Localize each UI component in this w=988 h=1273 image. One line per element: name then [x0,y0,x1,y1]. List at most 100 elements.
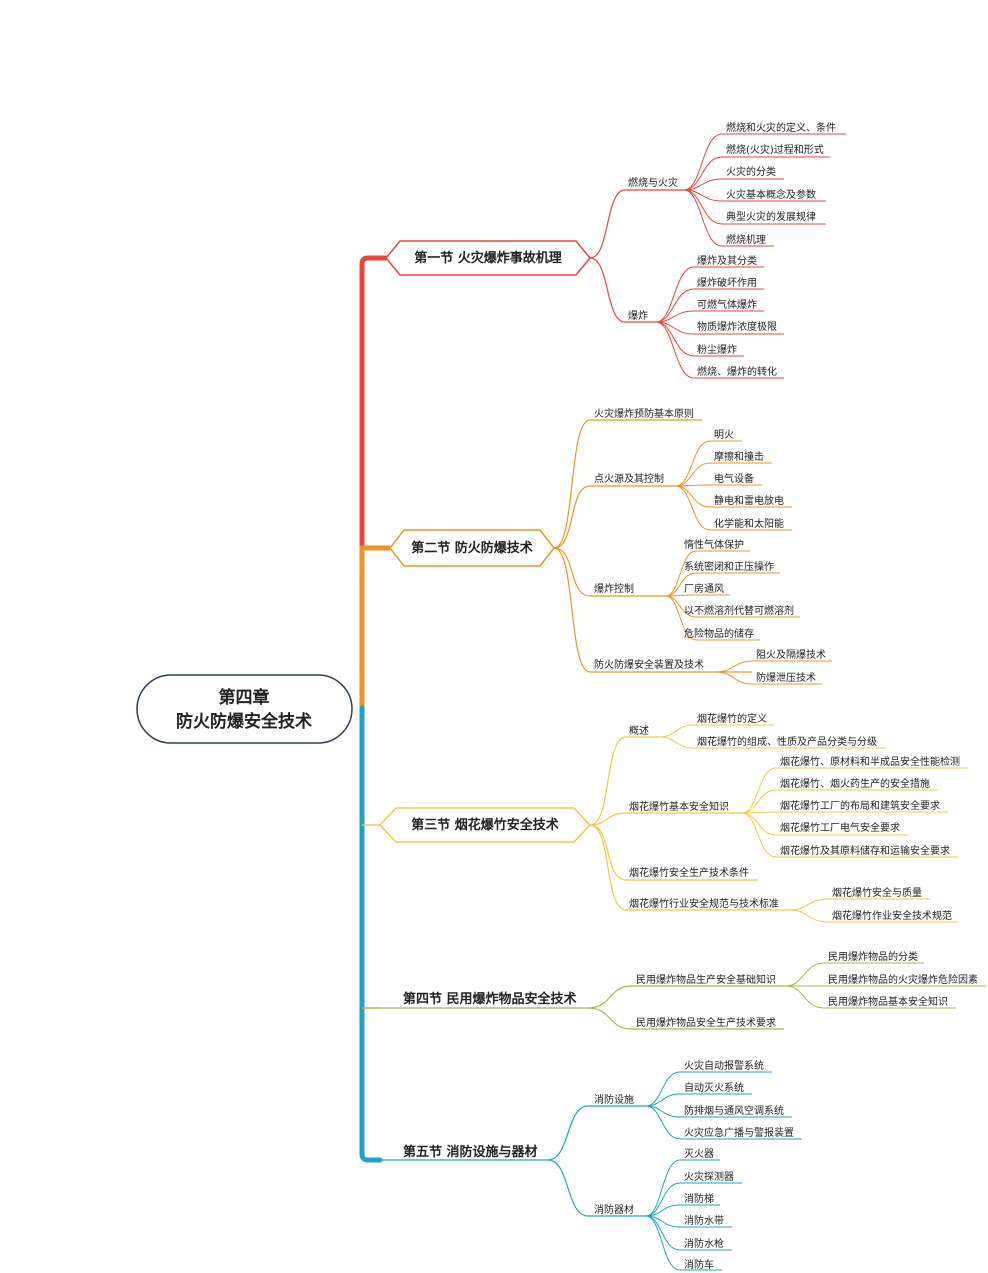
leaf-5-1-3[interactable]: 防排烟与通风空调系统 [684,1104,784,1117]
leaf-2-2-3[interactable]: 电气设备 [714,472,754,485]
leaf-2-3-1[interactable]: 惰性气体保护 [684,538,744,551]
leaf-4-1-3[interactable]: 民用爆炸物品基本安全知识 [828,995,948,1008]
section-4-title[interactable]: 第四节 民用爆炸物品安全技术 [403,991,577,1007]
node-4-2[interactable]: 民用爆炸物品安全生产技术要求 [636,1016,776,1029]
leaf-3-4-2[interactable]: 烟花爆竹作业安全技术规范 [832,909,952,922]
node-2-1[interactable]: 火灾爆炸预防基本原则 [594,407,694,420]
leaf-2-3-3[interactable]: 厂房通风 [684,582,724,595]
leaf-5-1-2[interactable]: 自动灭火系统 [684,1081,744,1094]
leaf-1-2-3[interactable]: 可燃气体爆炸 [697,298,757,311]
leaf-2-2-4[interactable]: 静电和雷电放电 [714,494,784,507]
leaf-1-1-3[interactable]: 火灾的分类 [726,165,776,178]
section-5-title[interactable]: 第五节 消防设施与器材 [403,1144,538,1160]
section-1: 第一节 火灾爆炸事故机理 燃烧与火灾 爆炸 燃烧和火灾的定义、条件 燃烧(火灾)… [385,121,846,379]
edge-5-2-2 [645,1182,742,1217]
leaf-2-4-1[interactable]: 阻火及隔爆技术 [756,648,826,661]
edge-3-3 [589,824,758,881]
node-3-2[interactable]: 烟花爆竹基本安全知识 [629,800,729,813]
leaf-1-2-4[interactable]: 物质爆炸浓度极限 [697,320,777,333]
edge-5-2-6 [645,1215,722,1271]
node-3-1[interactable]: 概述 [629,724,649,737]
leaf-1-2-5[interactable]: 粉尘爆炸 [697,343,737,356]
root-node[interactable]: 第四章 防火防爆安全技术 [136,674,353,744]
leaf-5-2-4[interactable]: 消防水带 [684,1214,724,1227]
edge-5-1 [547,1105,646,1161]
leaf-1-2-2[interactable]: 爆炸破坏作用 [697,276,757,289]
leaf-2-2-2[interactable]: 摩擦和撞击 [714,450,764,463]
edge-3-2-2 [741,789,938,814]
leaf-5-1-1[interactable]: 火灾自动报警系统 [684,1059,764,1072]
edge-2-2 [553,485,676,549]
leaf-1-2-6[interactable]: 燃烧、爆炸的转化 [697,365,777,378]
node-5-2[interactable]: 消防器材 [594,1203,634,1216]
node-3-4[interactable]: 烟花爆竹行业安全规范与技术标准 [629,897,779,910]
leaf-5-2-2[interactable]: 火灾探测器 [684,1170,734,1183]
edge-1-2-6 [655,321,784,379]
edge-3-2-1 [741,767,968,814]
leaf-1-1-4[interactable]: 火灾基本概念及参数 [726,188,816,201]
edge-3-2 [589,812,742,826]
leaf-2-2-1[interactable]: 明火 [714,429,734,441]
edge-5-2-1 [645,1159,720,1217]
leaf-2-3-2[interactable]: 系统密闭和正压操作 [684,560,774,573]
edge-4-2 [587,1007,784,1030]
node-2-4[interactable]: 防火防爆安全装置及技术 [594,658,704,671]
leaf-2-3-5[interactable]: 危险物品的储存 [684,627,754,640]
node-1-1[interactable]: 燃烧与火灾 [628,176,678,189]
leaf-3-4-1[interactable]: 烟花爆竹安全与质量 [832,886,922,899]
edge-3-1-1 [659,724,774,738]
edge-5-2 [547,1159,646,1217]
edge-3-2-5 [741,812,958,858]
leaf-2-2-5[interactable]: 化学能和太阳能 [714,517,784,530]
edge-2-2-2 [675,462,772,487]
edge-3-4-1 [789,898,930,911]
leaf-5-2-6[interactable]: 消防车 [684,1258,714,1271]
node-1-2[interactable]: 爆炸 [628,310,648,322]
edge-5-1-3 [645,1105,792,1118]
leaf-3-2-5[interactable]: 烟花爆竹及其原料储存和运输安全要求 [780,844,950,857]
section-3-title: 第三节 烟花爆竹安全技术 [411,817,559,833]
edge-2-2-3 [675,484,762,487]
leaf-1-2-1[interactable]: 爆炸及其分类 [697,254,757,267]
leaf-3-1-2[interactable]: 烟花爆竹的组成、性质及产品分类与分级 [697,735,877,748]
leaf-2-4-2[interactable]: 防爆泄压技术 [756,671,816,684]
edge-2-4-2 [715,671,822,685]
leaf-3-2-4[interactable]: 烟花爆竹工厂电气安全要求 [780,821,900,834]
leaf-3-2-2[interactable]: 烟花爆竹、烟火药生产的安全措施 [780,777,930,790]
edge-2-3-1 [665,550,750,597]
leaf-5-2-1[interactable]: 灭火器 [684,1148,714,1160]
edge-1-1-4 [683,189,826,202]
leaf-5-1-4[interactable]: 火灾应急广播与警报装置 [684,1126,794,1139]
edge-2-3-2 [665,572,780,597]
section-4: 第四节 民用爆炸物品安全技术 民用爆炸物品生产安全基础知识 民用爆炸物品安全生产… [380,950,986,1030]
leaf-3-2-3[interactable]: 烟花爆竹工厂的布局和建筑安全要求 [780,799,940,812]
node-2-3[interactable]: 爆炸控制 [594,582,634,595]
leaf-5-2-5[interactable]: 消防水枪 [684,1237,724,1250]
node-3-3[interactable]: 烟花爆竹安全生产技术条件 [629,866,749,879]
edge-2-4 [553,547,752,673]
edge-1-1 [589,189,684,259]
leaf-1-1-5[interactable]: 典型火灾的发展规律 [726,210,816,223]
node-5-1[interactable]: 消防设施 [594,1093,634,1106]
leaf-5-2-3[interactable]: 消防梯 [684,1192,714,1205]
trunk-segment-2 [359,545,390,708]
section-5: 第五节 消防设施与器材 消防设施 消防器材 火灾自动报警系统 自动灭火系统 防排… [380,1059,802,1271]
node-2-2[interactable]: 点火源及其控制 [594,472,664,485]
edge-1-2 [589,257,656,323]
section-2: 第二节 防火防爆技术 火灾爆炸预防基本原则 点火源及其控制 爆炸控制 防火防爆安… [389,407,832,685]
edge-2-3 [553,547,666,597]
leaf-1-1-6[interactable]: 燃烧机理 [726,233,766,246]
edge-5-2-4 [645,1215,732,1228]
edge-3-1-2 [659,736,886,749]
leaf-1-1-2[interactable]: 燃烧(火灾)过程和形式 [726,143,824,156]
leaf-3-2-1[interactable]: 烟花爆竹、原材料和半成品安全性能检测 [780,755,960,768]
leaf-1-1-1[interactable]: 燃烧和火灾的定义、条件 [726,121,836,134]
leaf-4-1-2[interactable]: 民用爆炸物品的火灾爆炸危险因素 [828,973,978,986]
edge-1-1-6 [683,189,774,247]
leaf-3-1-1[interactable]: 烟花爆竹的定义 [697,712,767,725]
section-1-title: 第一节 火灾爆炸事故机理 [414,250,562,266]
leaf-2-3-4[interactable]: 以不燃溶剂代替可燃溶剂 [684,604,794,617]
leaf-4-1-1[interactable]: 民用爆炸物品的分类 [828,950,918,963]
node-4-1[interactable]: 民用爆炸物品生产安全基础知识 [636,973,776,986]
